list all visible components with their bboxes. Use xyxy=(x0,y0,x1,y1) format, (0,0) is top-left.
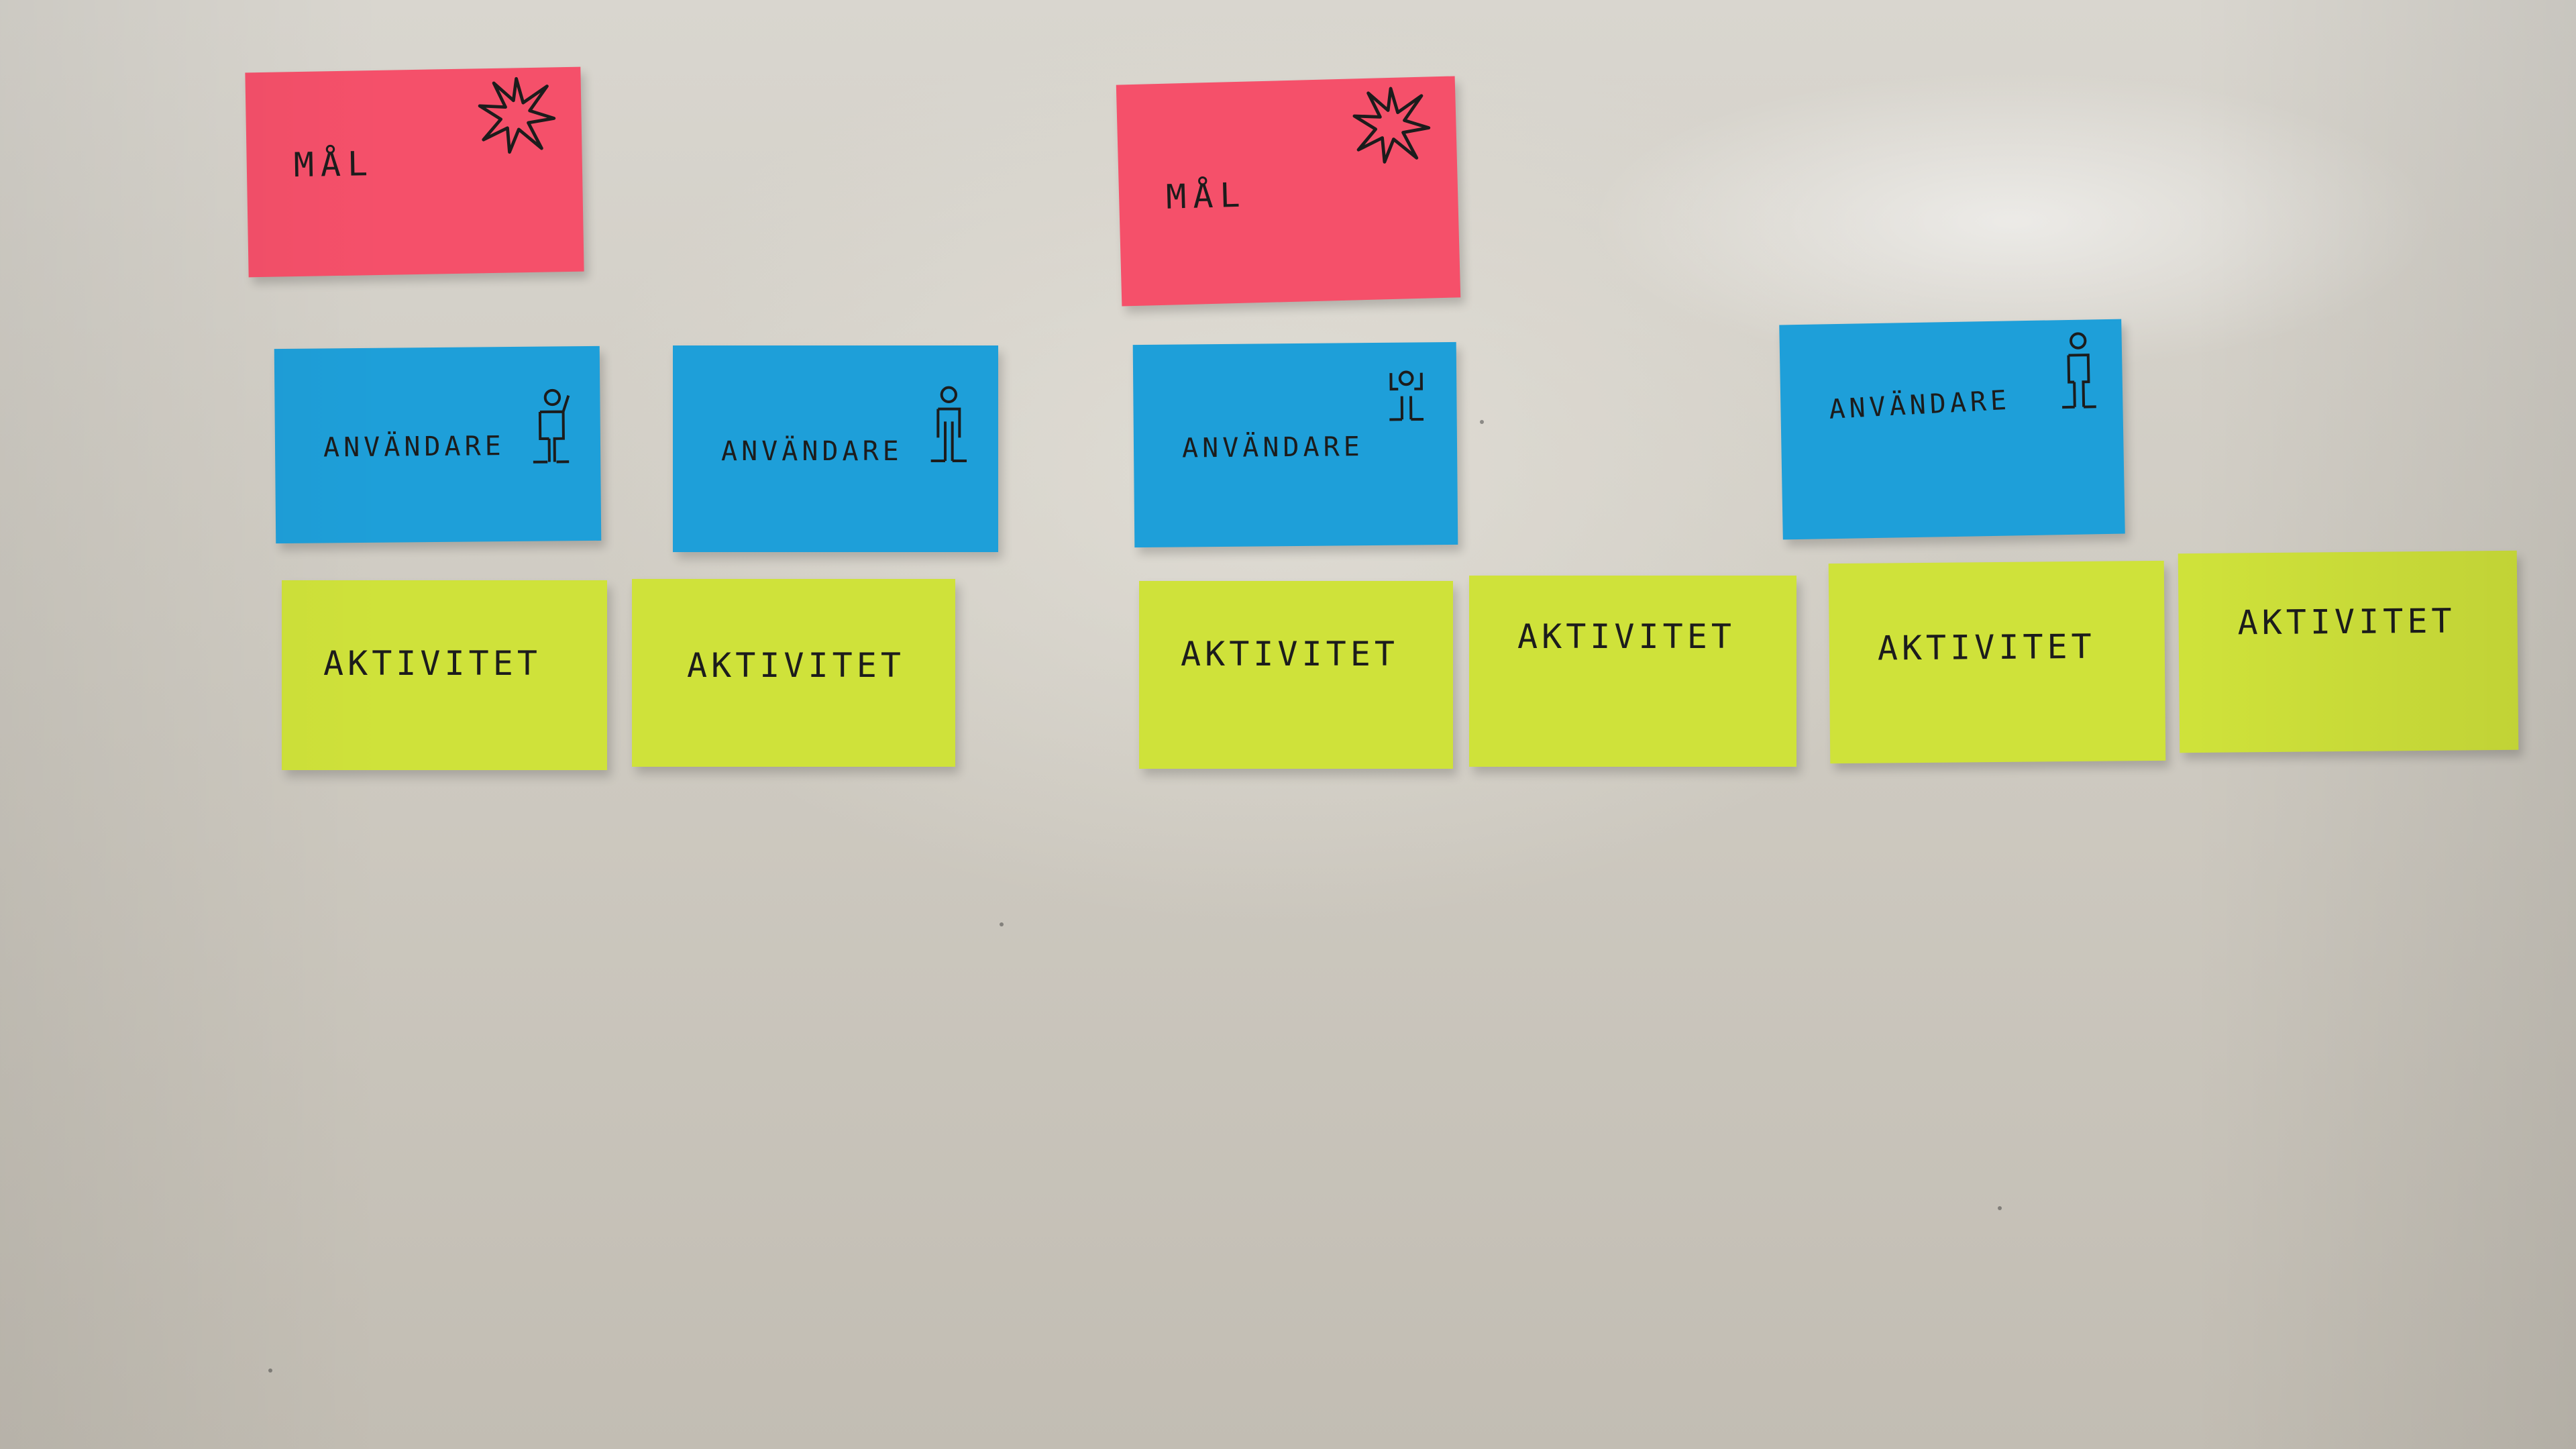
person-icon xyxy=(2062,332,2096,409)
activity-label: AKTIVITET xyxy=(2237,601,2456,643)
activity-note: AKTIVITET xyxy=(2178,550,2519,753)
person-icon xyxy=(930,386,967,462)
activity-label: AKTIVITET xyxy=(687,646,905,685)
user-note: ANVÄNDARE xyxy=(1779,319,2125,540)
activity-note: AKTIVITET xyxy=(282,580,607,770)
user-note: ANVÄNDARE xyxy=(274,345,602,544)
person-icon xyxy=(1389,370,1424,421)
activity-note: AKTIVITET xyxy=(1828,560,2166,764)
goal-note: MÅL xyxy=(1116,76,1461,307)
board-mark xyxy=(1998,1206,2002,1210)
user-note: ANVÄNDARE xyxy=(1132,341,1458,548)
activity-label: AKTIVITET xyxy=(1181,635,1399,674)
user-note: ANVÄNDARE xyxy=(673,345,998,552)
activity-note: AKTIVITET xyxy=(1469,576,1796,767)
person-icon xyxy=(533,388,570,464)
activity-label: AKTIVITET xyxy=(1877,627,2096,668)
board-mark xyxy=(268,1368,272,1373)
user-label: ANVÄNDARE xyxy=(1181,431,1364,464)
activity-label: AKTIVITET xyxy=(1517,617,1735,656)
board-mark xyxy=(1000,922,1004,926)
burst-icon xyxy=(1352,87,1431,164)
activity-note: AKTIVITET xyxy=(632,579,955,767)
activity-label: AKTIVITET xyxy=(323,644,541,683)
activity-note: AKTIVITET xyxy=(1139,581,1453,769)
user-label: ANVÄNDARE xyxy=(1828,384,2012,425)
goal-label: MÅL xyxy=(293,144,375,185)
user-label: ANVÄNDARE xyxy=(721,436,903,467)
user-label: ANVÄNDARE xyxy=(323,431,505,464)
goal-label: MÅL xyxy=(1165,175,1248,217)
burst-icon xyxy=(478,76,556,154)
board-mark xyxy=(1480,420,1484,424)
goal-note: MÅL xyxy=(245,66,584,278)
